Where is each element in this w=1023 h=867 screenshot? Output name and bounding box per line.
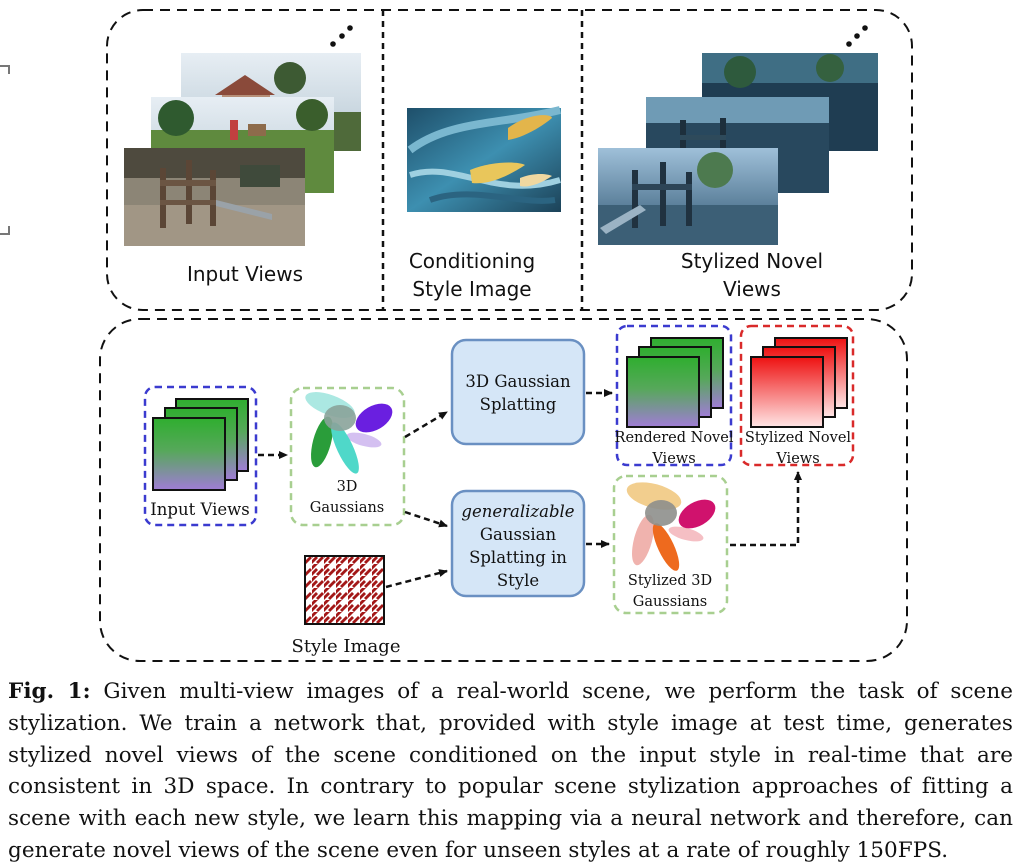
top-panel: Input Views Conditioning Style Image [106,9,913,311]
margin-bracket-bottom [0,226,10,235]
splatting-label-line1: 3D Gaussian [465,372,571,391]
more-views-ellipsis [330,25,353,47]
top-style-label-line1: Conditioning [409,249,535,273]
rendered-novel-views: Rendered Novel Views [615,324,734,467]
generalizable-splatting-box: generalizable Gaussian Splatting in Styl… [450,489,586,598]
stylized-label-line2: Views [775,451,819,467]
input-view-photos [124,53,361,246]
top-panel-border [106,9,913,311]
top-style-label-line2: Style Image [412,277,531,301]
stylized-label-line1: Stylized Novel [745,430,852,446]
top-output-label-line1: Stylized Novel [681,249,823,273]
stylized-novel-views: Stylized Novel Views [739,324,855,467]
figure-caption: Fig. 1: Given multi-view images of a rea… [8,676,1013,867]
splatting-label-line2: Splatting [480,395,557,414]
rendered-label-line2: Views [651,451,695,467]
stylized-photo-front [598,148,778,245]
top-output-label-line2: Views [723,277,781,301]
margin-bracket-top [0,65,10,74]
rendered-label-line1: Rendered Novel [615,430,734,446]
pipeline-style-image: Style Image [292,555,401,657]
input-photo-front [124,148,305,246]
stylized-gaussians-label-line1: Stylized 3D [628,573,712,589]
generalizable-label-line4: Style [497,571,539,590]
generalizable-label-line2: Gaussian [480,525,557,544]
conditioning-style-image [407,106,561,212]
pipeline-panel-border [99,318,908,662]
rendered-views-dashed-frame [615,324,733,467]
caption-text: Given multi-view images of a real-world … [8,679,1013,863]
style-image-label: Style Image [292,636,401,657]
pipeline-input-views-label: Input Views [150,500,249,519]
generalizable-label-line1: generalizable [461,502,574,521]
arrow-style-to-generalizable [385,569,448,589]
more-stylized-ellipsis [846,25,868,47]
pipeline-input-views: Input Views [143,385,258,527]
stylized-gaussians-label-line2: Gaussians [633,594,708,610]
caption-label: Fig. 1: [8,679,91,704]
arrow-stylized-gaussians-to-stylized-views [730,471,802,547]
stylized-views-dashed-frame [739,324,855,467]
stylized-view-photos [598,53,878,245]
pipeline-arrows [258,389,802,589]
gaussian-splatting-box: 3D Gaussian Splatting [450,338,586,446]
generalizable-label-line3: Splatting in [469,548,567,567]
pipeline-3d-gaussians: 3D Gaussians [289,386,406,527]
arrow-gaussians-to-splatting [404,410,448,439]
gaussians-label-line1: 3D [337,479,358,495]
gaussians-label-line2: Gaussians [310,500,385,516]
arrow-gaussians-to-generalizable [404,510,448,528]
top-input-views-label: Input Views [187,262,303,286]
stylized-3d-gaussians: Stylized 3D Gaussians [612,474,729,615]
pipeline-panel: Input Views 3D Gaussians 3D Gaussian Spl… [99,318,908,662]
